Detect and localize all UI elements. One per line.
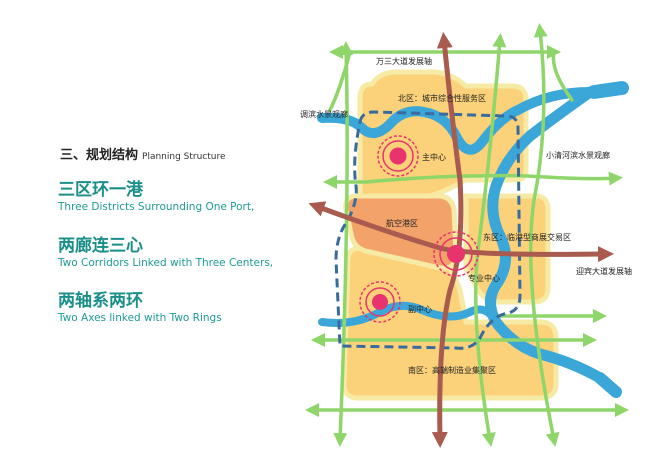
label-main-center: 主中心 (422, 152, 446, 162)
concept-two-corridors: 两廊连三心 Two Corridors Linked with Three Ce… (58, 236, 273, 270)
lower-river (318, 301, 500, 327)
concept-2-en: Two Corridors Linked with Three Centers, (58, 257, 274, 269)
label-xiaoqinghe-corridor: 小清河滨水景观廊 (546, 150, 610, 160)
center-main (377, 135, 419, 177)
label-airport-zone: 航空港区 (386, 218, 418, 228)
center-sub (359, 281, 401, 323)
map-labels: 万三大道发展轴 南水北调滨水景观廊 小清河滨水景观廊 迎宾大道发展轴 北区：城市… (300, 56, 632, 375)
concept-2-zh: 两廊连三心 (58, 236, 143, 256)
center-professional (433, 231, 479, 277)
label-professional-center: 专业中心 (468, 273, 500, 283)
label-north-district: 北区：城市综合性服务区 (398, 93, 486, 103)
planning-structure-map: 万三大道发展轴 南水北调滨水景观廊 小清河滨水景观廊 迎宾大道发展轴 北区：城市… (300, 23, 632, 448)
concept-1-zh: 三区环一港 (58, 180, 143, 200)
label-wansan-axis: 万三大道发展轴 (376, 56, 432, 66)
label-yingbin-axis: 迎宾大道发展轴 (576, 266, 632, 276)
green-road-diag-nw (328, 50, 352, 112)
green-road-h2 (323, 171, 623, 189)
section-heading-zh: 三、规划结构 (60, 148, 139, 163)
concept-three-districts: 三区环一港 Three Districts Surrounding One Po… (58, 180, 254, 214)
green-road-diag-ne (551, 50, 574, 102)
label-sub-center: 副中心 (408, 304, 432, 314)
label-south-district: 南区：高端制造业集聚区 (408, 365, 496, 375)
yingbin-axis-line (308, 201, 614, 263)
concept-3-zh: 两轴系两环 (58, 291, 143, 311)
concept-3-en: Two Axes linked with Two Rings (58, 312, 222, 324)
concept-1-en: Three Districts Surrounding One Port, (58, 201, 255, 213)
concept-two-axes: 两轴系两环 Two Axes linked with Two Rings (58, 291, 222, 325)
label-east-district: 东区：临港型商展交易区 (483, 232, 571, 242)
section-heading-en: Planning Structure (142, 152, 226, 162)
label-nanshui-corridor: 南水北调滨水景观廊 (300, 109, 348, 119)
green-road-v3 (529, 23, 560, 447)
river-mouth-south (594, 372, 622, 398)
river-mouth-north (587, 81, 629, 99)
dashed-ring (334, 110, 522, 350)
